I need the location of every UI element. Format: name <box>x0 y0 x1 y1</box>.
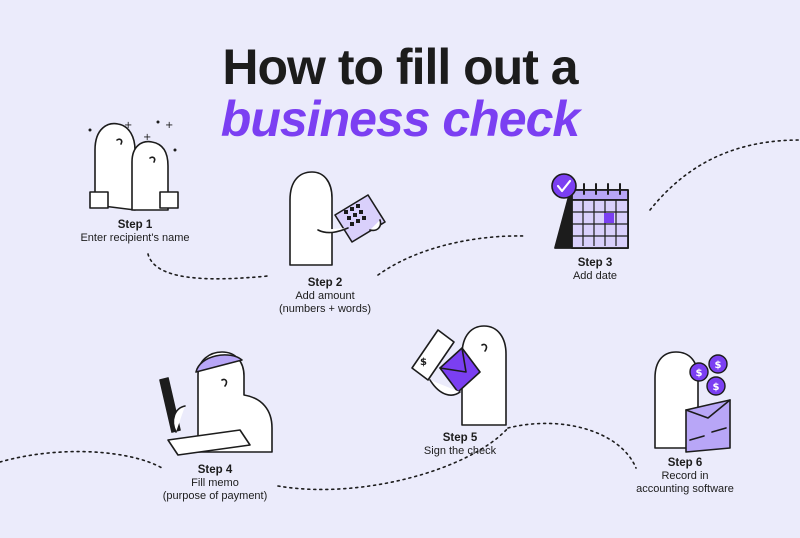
step-4-label: Step 4 Fill memo (purpose of payment) <box>145 464 285 503</box>
step-description: (numbers + words) <box>278 303 371 315</box>
step-6-label: Step 6 Record in accounting software <box>620 457 750 496</box>
step-3-label: Step 3 Add date <box>540 257 650 283</box>
path-segment-4-5 <box>277 427 509 491</box>
svg-text:+: + <box>143 132 151 143</box>
title-line-2: business check <box>220 91 580 147</box>
svg-text:$: $ <box>696 368 703 379</box>
path-segment-5-6 <box>507 422 637 469</box>
step-number: Step 2 <box>307 277 343 289</box>
path-segment-left-4 <box>0 450 163 469</box>
step-description: accounting software <box>636 483 734 495</box>
step-number: Step 5 <box>442 432 478 444</box>
path-segment-1-2 <box>147 253 269 280</box>
step-1-label: Step 1 Enter recipient's name <box>60 219 210 245</box>
step-description: Add amount <box>295 290 355 302</box>
step-5-label: Step 5 Sign the check <box>400 432 520 458</box>
svg-text:$: $ <box>713 382 720 393</box>
path-segment-3-right <box>649 139 800 211</box>
title-line-1: How to fill out a <box>222 39 578 95</box>
step-number: Step 4 <box>197 464 233 476</box>
step-description: (purpose of payment) <box>162 490 268 502</box>
step-description: Record in <box>661 470 709 482</box>
path-segment-2-3 <box>377 235 525 276</box>
svg-text:$: $ <box>420 357 427 368</box>
svg-text:$: $ <box>715 360 722 371</box>
svg-text:+: + <box>124 120 132 131</box>
page-title: How to fill out a business check <box>0 42 800 144</box>
step-description: Add date <box>572 270 618 282</box>
step-number: Step 1 <box>117 219 153 231</box>
step-number: Step 3 <box>577 257 613 269</box>
step-description: Enter recipient's name <box>80 232 190 244</box>
svg-text:+: + <box>165 120 173 131</box>
step-description: Fill memo <box>191 477 239 489</box>
step-2-label: Step 2 Add amount (numbers + words) <box>255 277 395 316</box>
step-number: Step 6 <box>667 457 703 469</box>
step-description: Sign the check <box>423 445 497 457</box>
